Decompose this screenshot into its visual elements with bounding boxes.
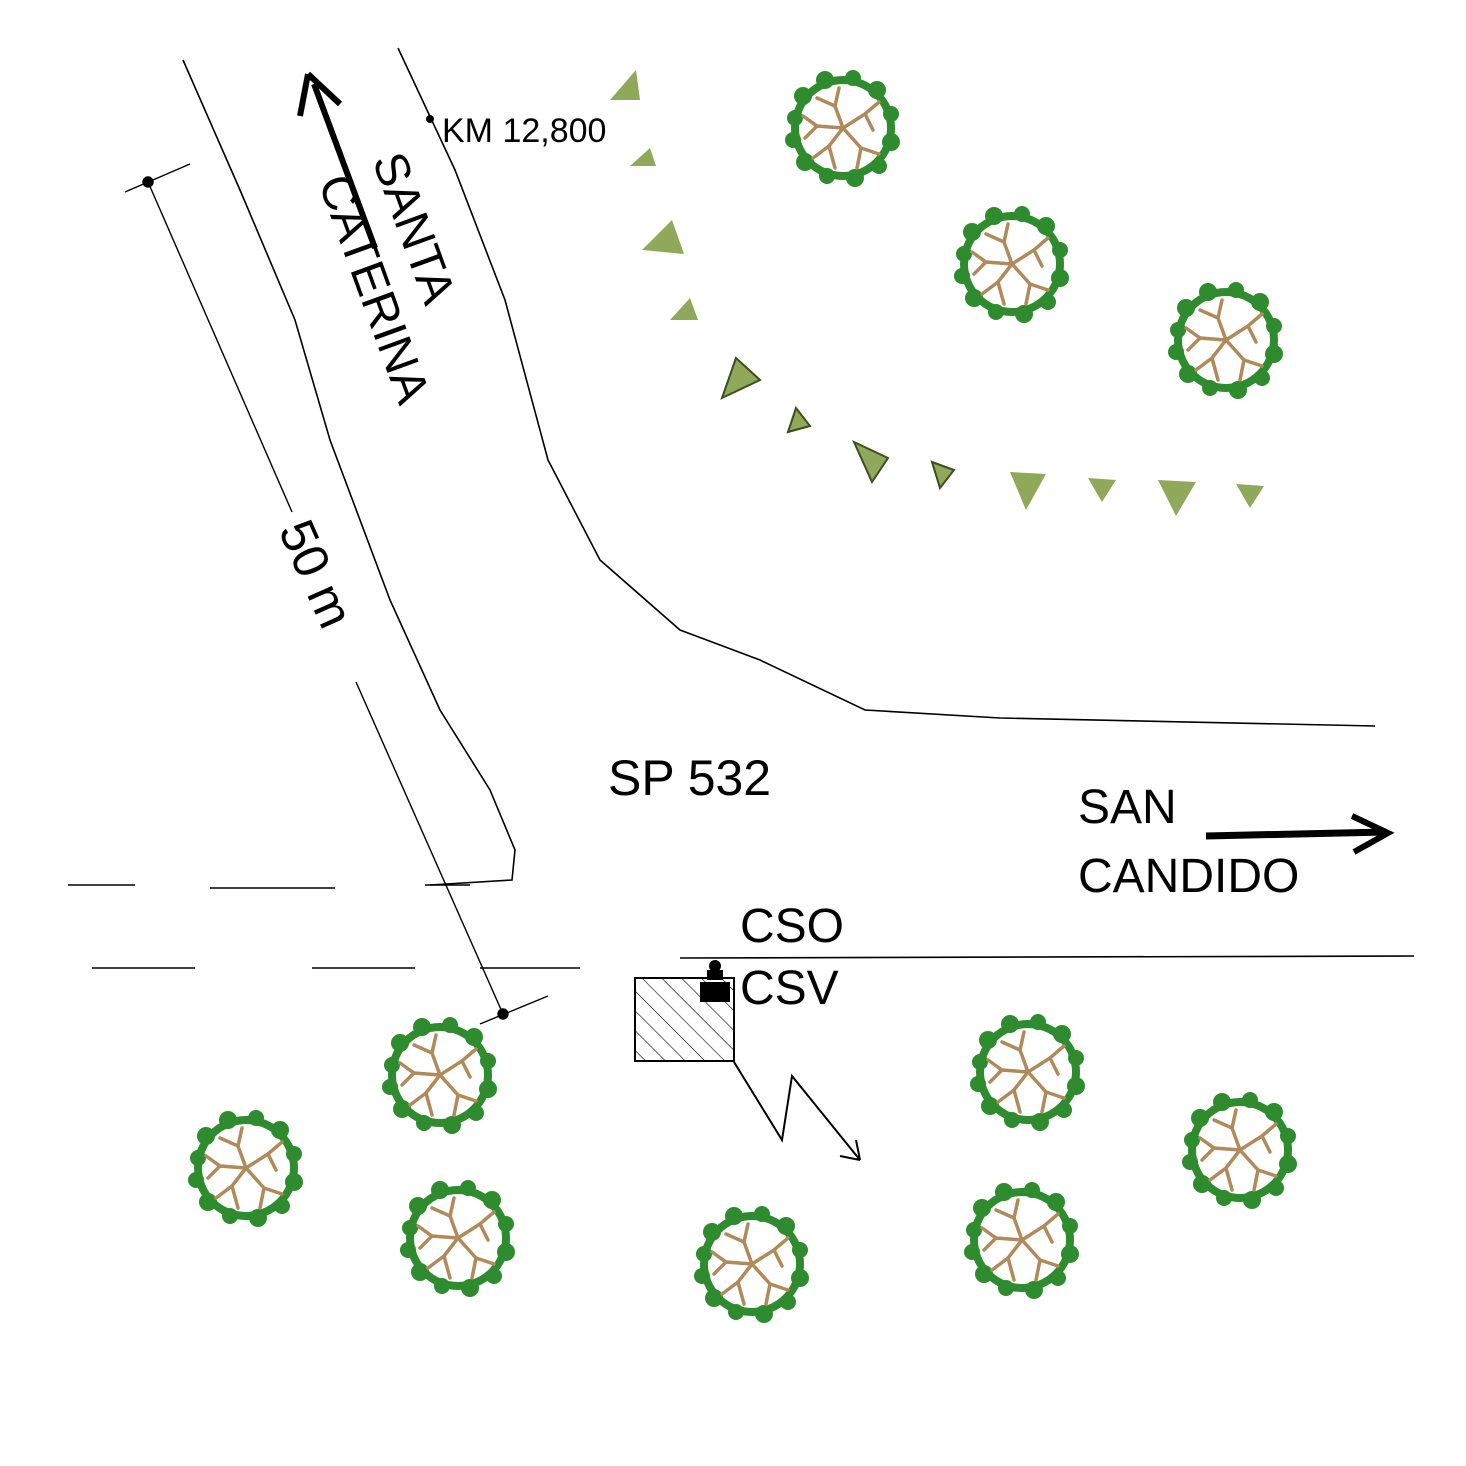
shrub-triangle-icon [786,405,812,434]
shrub-triangle-icon [1010,472,1046,510]
direction-arrow-icon [1205,813,1395,855]
road-west-edge [182,59,516,886]
road-south-edge [679,955,1415,959]
road-outlines [68,47,1415,969]
road-east-edge [397,47,1376,727]
shrub-triangle-icon [670,298,698,320]
shrub-triangle-icon [851,439,890,485]
shrub-triangle-icon [1088,478,1116,502]
direction-label-candido: CANDIDO [1078,850,1299,903]
direction-label-san: SAN [1078,781,1177,834]
lightning-bolt-icon [733,1061,861,1161]
shrub-triangle-icon [630,148,656,166]
dimension-line [124,163,549,1025]
shrub-triangle-icon [642,220,684,254]
tree-icon [692,1204,811,1325]
direction-arrow-icon [297,71,378,250]
tree-icon [968,1012,1087,1133]
sensor-icon [700,960,730,1002]
road-name-label: SP 532 [608,750,771,806]
km-marker-label: KM 12,800 [442,112,606,150]
shrub-triangle-icon [930,460,956,491]
shrub-triangle-icon [610,70,640,100]
tree-icon [962,1180,1081,1301]
shrub-triangle-icon [1158,480,1196,516]
tree-icon [783,68,902,189]
station-cso-label: CSO [740,900,844,953]
tree-icon [1166,280,1285,401]
tree-icon [380,1015,499,1136]
dimension-label: 50 m [268,512,364,636]
shrub-row [610,70,1264,516]
tree-icon [398,1178,517,1299]
km-marker-point [426,115,434,123]
shrub-triangle-icon [720,356,762,400]
tree-icon [1180,1090,1299,1211]
road-centerline-1 [68,884,470,889]
tree-icon [186,1108,305,1229]
tree-icon [952,204,1071,325]
station-csv-label: CSV [740,962,839,1015]
shrub-triangle-icon [1236,484,1264,508]
